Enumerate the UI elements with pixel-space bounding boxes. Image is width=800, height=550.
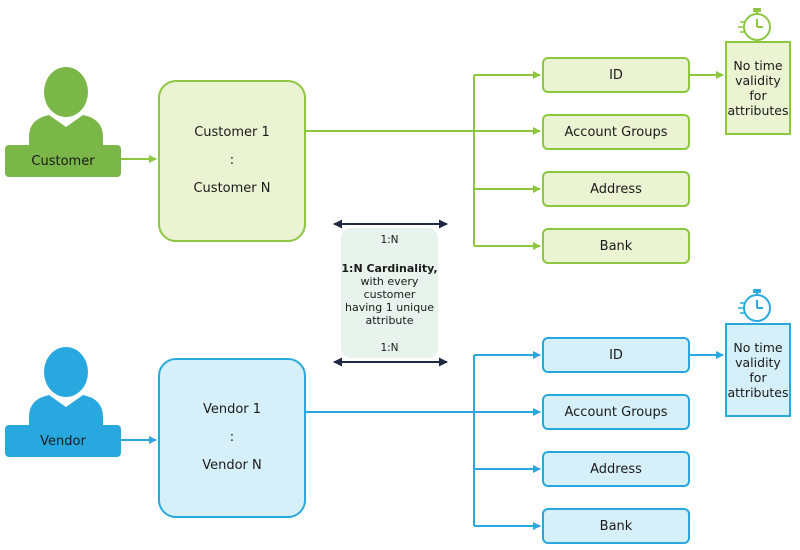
cardinality-top-tag: 1:N [380, 234, 399, 246]
stopwatch-icon [738, 289, 771, 322]
person-icon [29, 347, 103, 433]
cardinality-body-3: having 1 unique [345, 301, 434, 314]
customer-attribute-account-groups: Account Groups [542, 114, 690, 150]
vendor-note-line-2: validity [735, 355, 781, 370]
stopwatch-icon [738, 8, 771, 41]
vendor-attribute-bank: Bank [542, 508, 690, 544]
vendor-attribute-account-groups: Account Groups [542, 394, 690, 430]
vendor-label: Vendor [5, 425, 121, 457]
vendor-connectors [120, 351, 724, 530]
cardinality-title: 1:N Cardinality, [341, 262, 438, 275]
vendor-note-line-1: No time [733, 340, 783, 355]
cardinality-body-4: attribute [365, 314, 414, 327]
customer-attribute-bank: Bank [542, 228, 690, 264]
vendor-group-last: Vendor N [202, 458, 262, 473]
vendor-group-first: Vendor 1 [202, 402, 262, 417]
customer-group-box: Customer 1 : Customer N [158, 80, 306, 242]
customer-persona: Customer [5, 55, 121, 177]
vendor-attribute-id: ID [542, 337, 690, 373]
customer-note-line-1: No time [733, 58, 783, 73]
customer-time-validity-note: No time validity for attributes [725, 41, 791, 135]
vendor-note-line-4: attributes [727, 385, 789, 400]
customer-attribute-address: Address [542, 171, 690, 207]
vendor-note-line-3: for [749, 370, 767, 385]
cardinality-card: 1:N 1:N Cardinality, with every customer… [341, 228, 438, 358]
customer-connectors [120, 71, 724, 250]
vendor-time-validity-note: No time validity for attributes [725, 323, 791, 417]
person-icon [29, 67, 103, 153]
customer-label: Customer [5, 145, 121, 177]
customer-note-line-2: validity [735, 73, 781, 88]
customer-attribute-id: ID [542, 57, 690, 93]
customer-note-line-4: attributes [727, 103, 789, 118]
cardinality-bottom-tag: 1:N [380, 342, 399, 354]
customer-group-ellipsis: : [229, 153, 235, 168]
vendor-attribute-address: Address [542, 451, 690, 487]
vendor-persona: Vendor [5, 335, 121, 457]
customer-group-last: Customer N [193, 181, 271, 196]
cardinality-body-1: with every [360, 275, 419, 288]
customer-group-first: Customer 1 [194, 125, 270, 140]
vendor-group-ellipsis: : [229, 430, 235, 445]
cardinality-body-2: customer [363, 288, 416, 301]
customer-note-line-3: for [749, 88, 767, 103]
cardinality-arrows [333, 219, 448, 367]
vendor-group-box: Vendor 1 : Vendor N [158, 358, 306, 518]
